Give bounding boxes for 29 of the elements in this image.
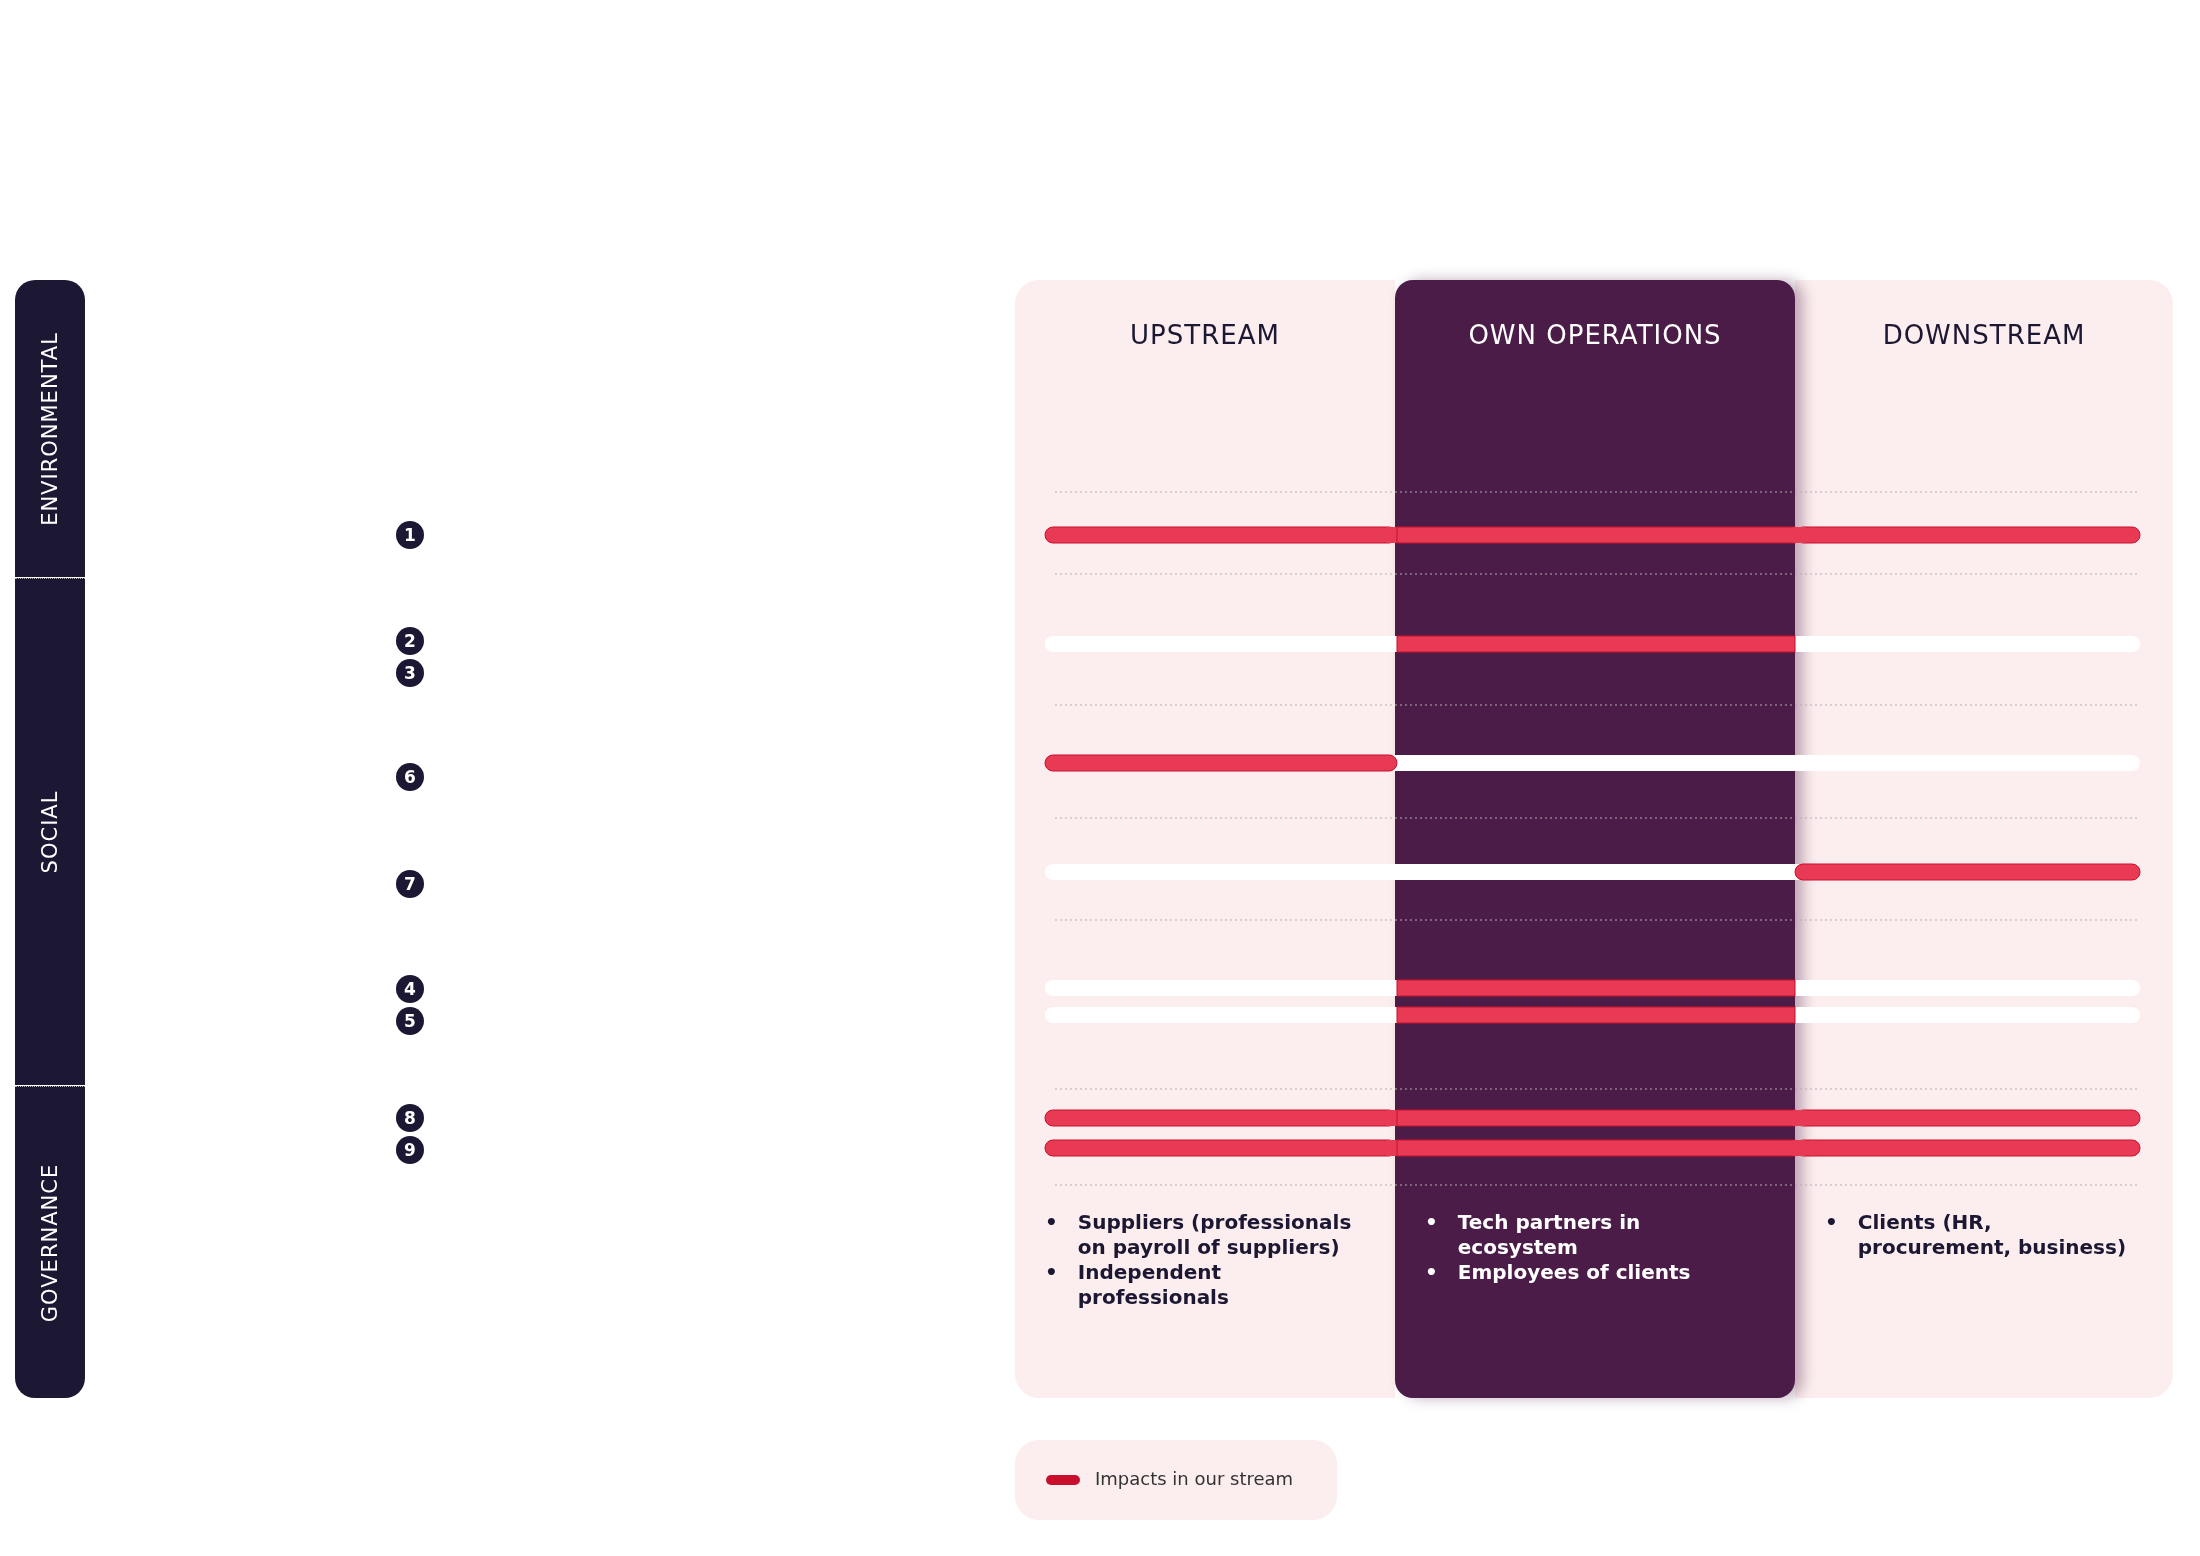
callout-number: 7 — [396, 870, 424, 898]
column-heading: DOWNSTREAM — [1881, 320, 2087, 350]
bullet-marker: • — [1045, 1260, 1058, 1286]
bullet-item: Suppliers (professionals on payroll of suppliers) — [1077, 1210, 1353, 1260]
bullet-item: Clients (HR, procurement, business) — [1857, 1210, 2128, 1260]
bullet-marker: • — [1045, 1210, 1058, 1236]
category-band — [15, 1086, 85, 1398]
bullet-marker: • — [1425, 1260, 1438, 1285]
bullet-item: Tech partners in ecosystem — [1457, 1210, 1642, 1260]
category-band — [15, 578, 85, 1085]
callout-number: 5 — [396, 1007, 424, 1035]
column-heading: UPSTREAM — [1129, 320, 1281, 350]
callout-number: 9 — [396, 1136, 424, 1164]
callout-number: 6 — [396, 763, 424, 791]
category-label: ENVIRONMENTAL — [38, 331, 62, 526]
callout-number: 2 — [396, 627, 424, 655]
callout-number: 4 — [396, 975, 424, 1003]
callout-number: 1 — [396, 521, 424, 549]
legend-label: Impacts in our stream — [1095, 1468, 1294, 1489]
callout-number: 3 — [396, 659, 424, 687]
callout-number: 8 — [396, 1104, 424, 1132]
category-band — [15, 280, 85, 577]
category-label: GOVERNANCE — [38, 1163, 62, 1322]
bullet-marker: • — [1825, 1210, 1838, 1236]
category-label: SOCIAL — [38, 790, 62, 874]
bullet-item: Employees of clients — [1457, 1260, 1691, 1285]
bullet-item: Independent professionals — [1077, 1260, 1230, 1310]
column-heading: OWN OPERATIONS — [1467, 320, 1723, 350]
bullet-marker: • — [1425, 1210, 1438, 1236]
